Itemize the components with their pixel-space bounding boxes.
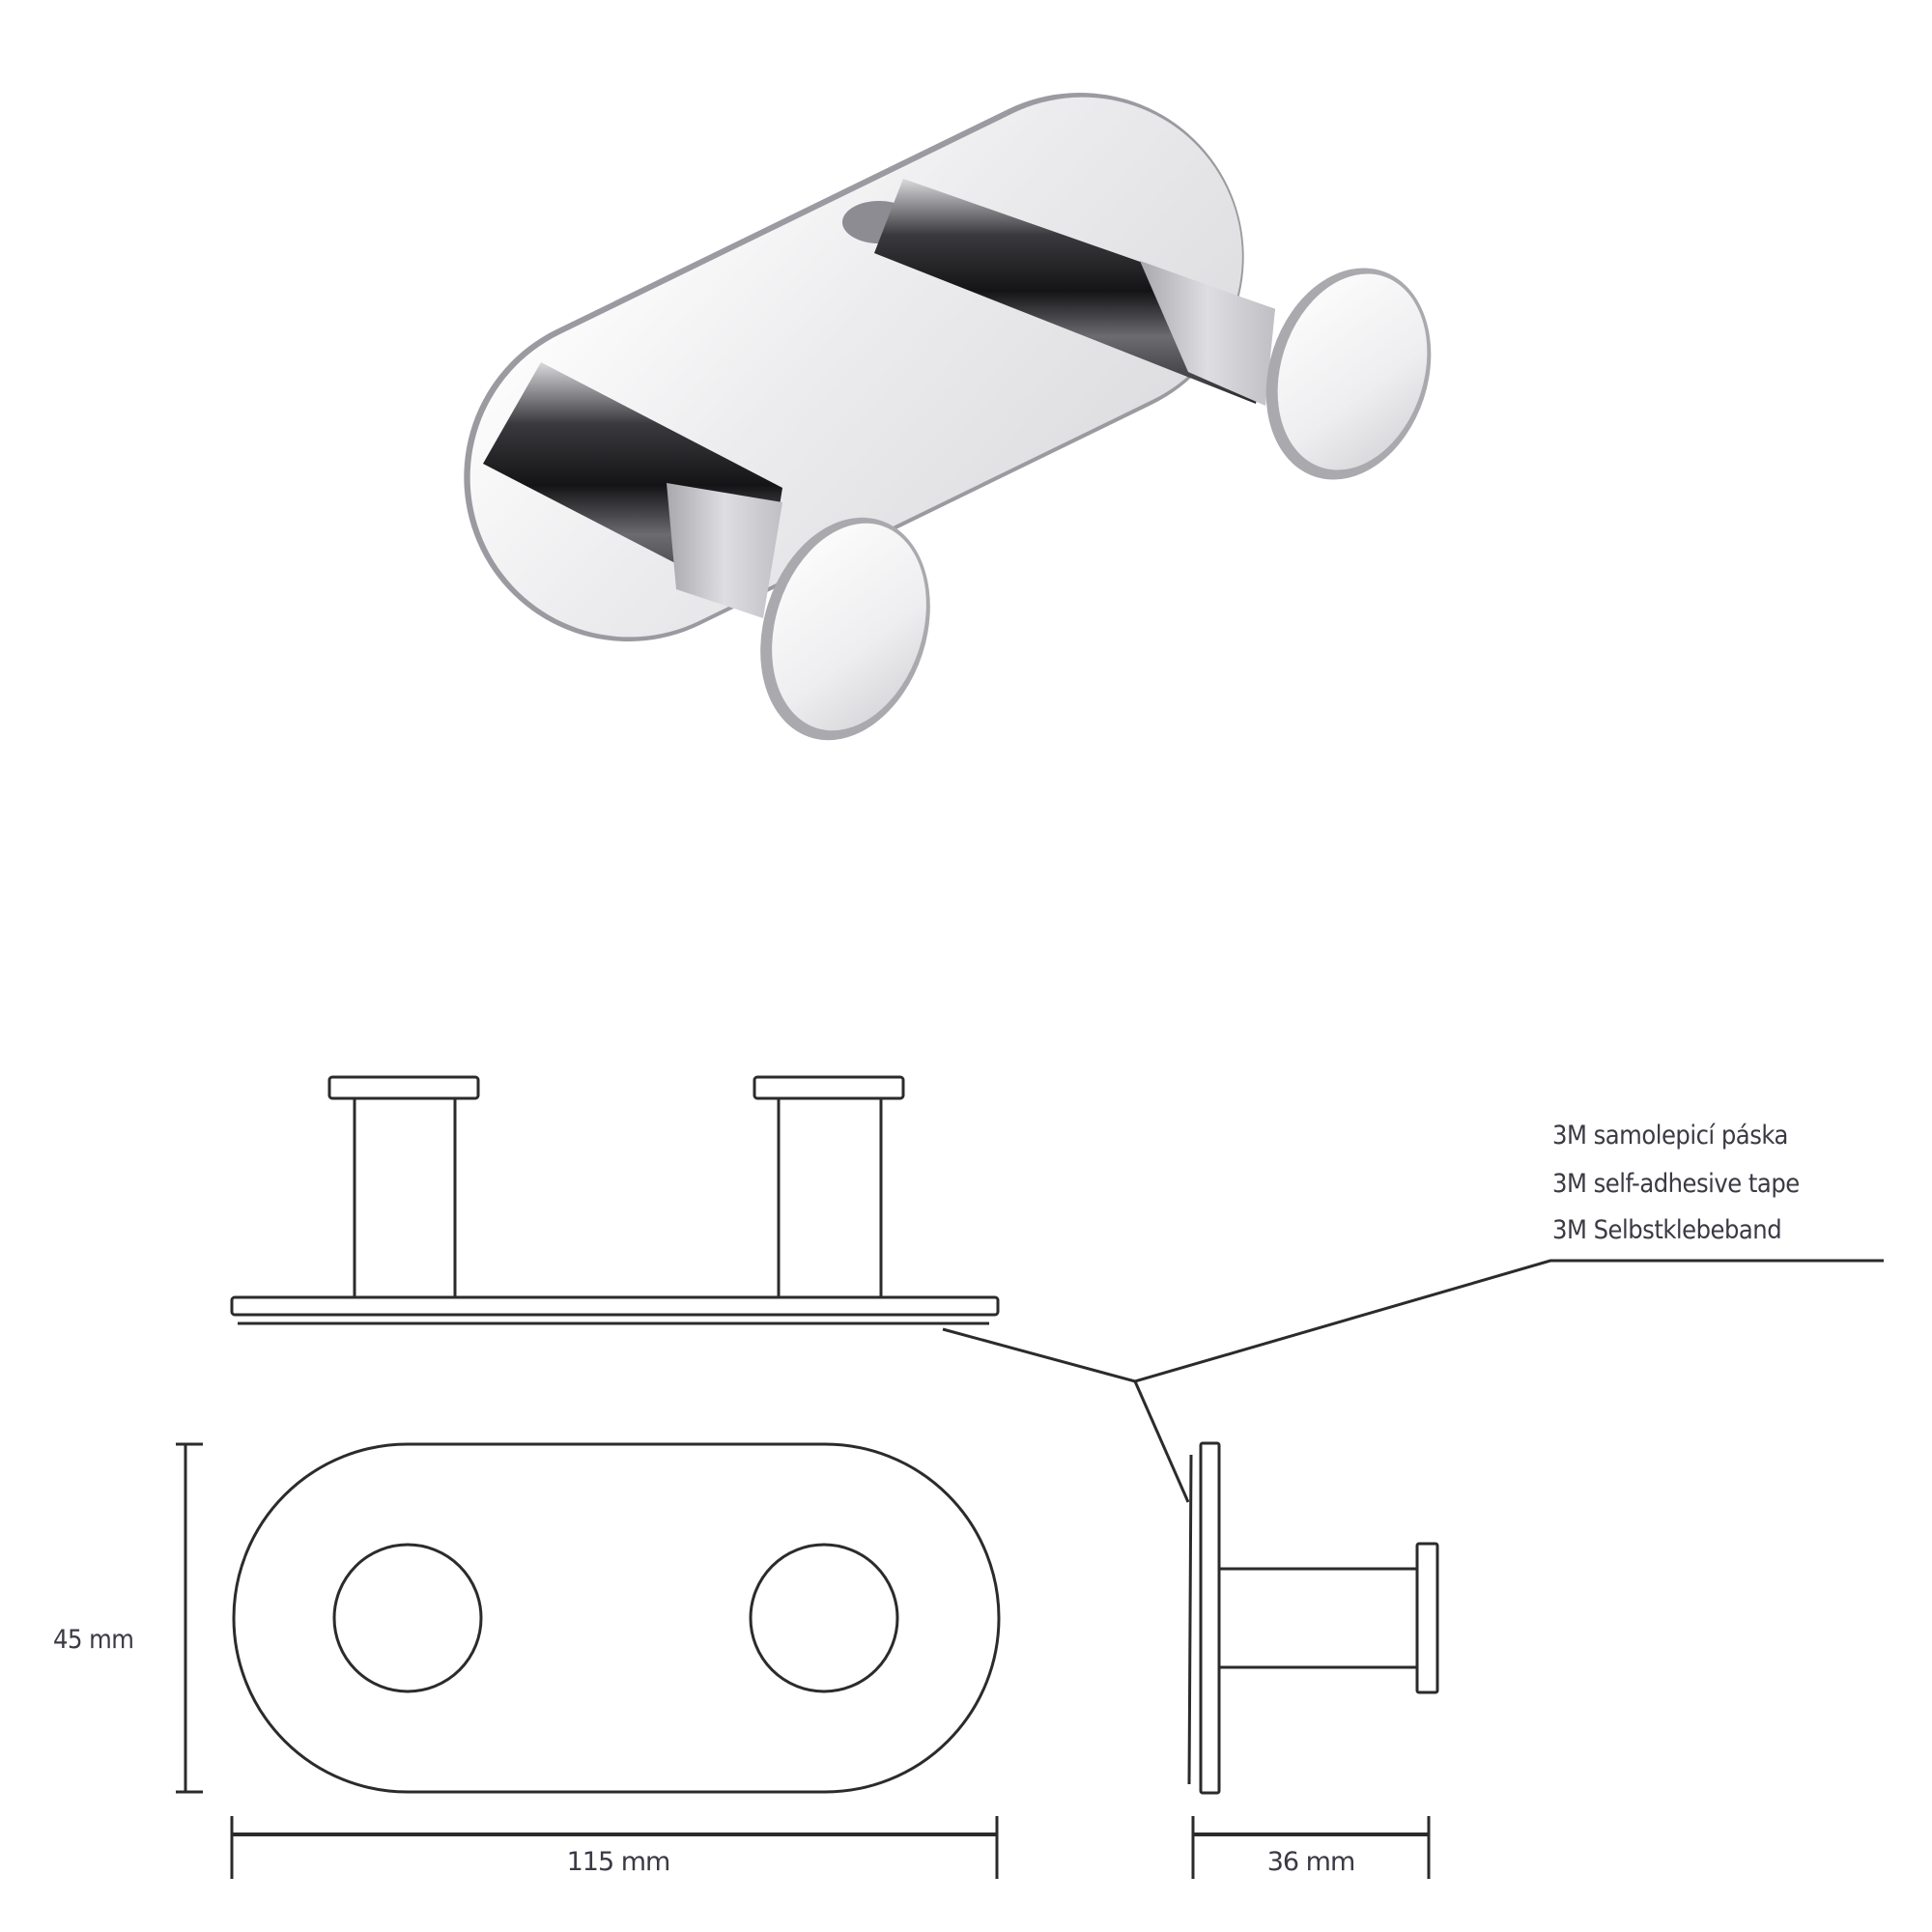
dimension-height-label: 45 mm bbox=[53, 1625, 134, 1655]
hole-left bbox=[332, 1543, 483, 1693]
cap-right bbox=[753, 1075, 905, 1100]
tape-label-cz: 3M samolepicí páska bbox=[1552, 1121, 1788, 1151]
hook-left bbox=[483, 362, 930, 741]
side-cap bbox=[1415, 1542, 1439, 1694]
hook-right bbox=[842, 179, 1432, 480]
dimension-depth-label: 36 mm bbox=[1266, 1847, 1356, 1877]
dimension-depth bbox=[1191, 1816, 1431, 1879]
dimension-width-label: 115 mm bbox=[566, 1847, 671, 1877]
dimension-height bbox=[176, 1442, 203, 1794]
front-elevation-view bbox=[230, 1075, 1000, 1325]
tape-label-de: 3M Selbstklebeband bbox=[1552, 1215, 1782, 1245]
product-photo bbox=[464, 93, 1432, 741]
tape-label-en: 3M self-adhesive tape bbox=[1552, 1169, 1800, 1199]
cap-left bbox=[327, 1075, 480, 1100]
tape-leader-branch bbox=[1133, 1380, 1190, 1503]
plate-edge bbox=[230, 1295, 1000, 1317]
plate-outline bbox=[232, 1442, 1001, 1794]
dimension-width bbox=[230, 1816, 999, 1879]
tape-callout: 3M samolepicí páska 3M self-adhesive tap… bbox=[1546, 1111, 1884, 1256]
side-view bbox=[1187, 1441, 1439, 1795]
hole-right bbox=[749, 1543, 899, 1693]
tape-leader-line bbox=[942, 1259, 1884, 1383]
side-tape bbox=[1187, 1454, 1193, 1785]
plan-view bbox=[232, 1442, 1001, 1794]
side-plate bbox=[1199, 1441, 1221, 1795]
